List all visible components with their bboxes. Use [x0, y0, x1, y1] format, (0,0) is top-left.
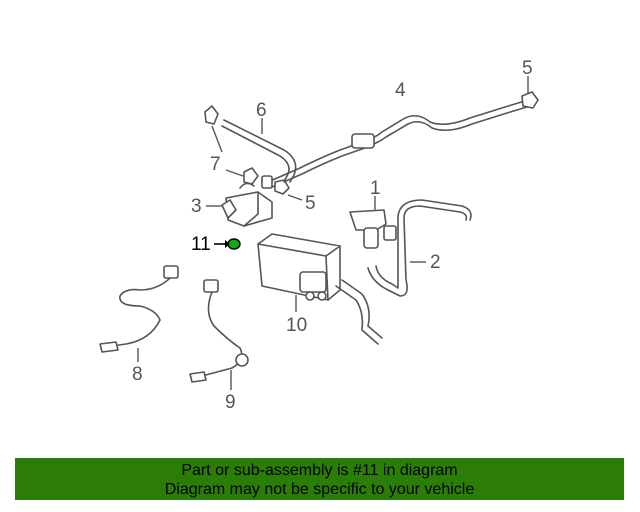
banner-line-1: Part or sub-assembly is #11 in diagram [181, 462, 458, 479]
parts-diagram: 1 2 3 4 5 5 6 7 8 9 10 11 [99, 58, 539, 413]
part-9-o2-sensor[interactable] [189, 279, 249, 390]
part-3-vsv-bracket[interactable] [206, 182, 273, 227]
part-11-grommet[interactable] [214, 238, 241, 250]
part-4-end [261, 175, 273, 189]
part-10-canister[interactable] [257, 233, 383, 345]
info-banner: Part or sub-assembly is #11 in diagram D… [15, 458, 624, 500]
callout-4: 4 [395, 80, 406, 101]
part-2-hose[interactable] [367, 199, 472, 297]
callout-3: 3 [191, 196, 202, 217]
part-1-valve[interactable] [349, 196, 397, 249]
part-5-clip-top[interactable] [521, 76, 539, 109]
part-7-clamp-top[interactable] [204, 105, 219, 125]
callout-8: 8 [132, 364, 143, 385]
callout-6: 6 [256, 100, 267, 121]
callout-10: 10 [286, 315, 307, 336]
callout-2: 2 [430, 252, 441, 273]
part-6-hose[interactable] [221, 118, 297, 183]
callout-1: 1 [370, 178, 381, 199]
part-4-hose[interactable] [261, 100, 528, 189]
banner-line-2: Diagram may not be specific to your vehi… [164, 481, 475, 498]
callout-5-mid: 5 [305, 193, 316, 214]
part-5-clip-mid[interactable] [274, 179, 303, 201]
callout-5-top: 5 [522, 58, 533, 79]
callout-9: 9 [225, 392, 236, 413]
callout-11: 11 [191, 234, 211, 255]
part-8-o2-sensor[interactable] [99, 265, 179, 362]
callout-7: 7 [210, 154, 221, 175]
part-7-clamp-mid[interactable] [225, 167, 259, 185]
part-4-connector [351, 133, 375, 149]
